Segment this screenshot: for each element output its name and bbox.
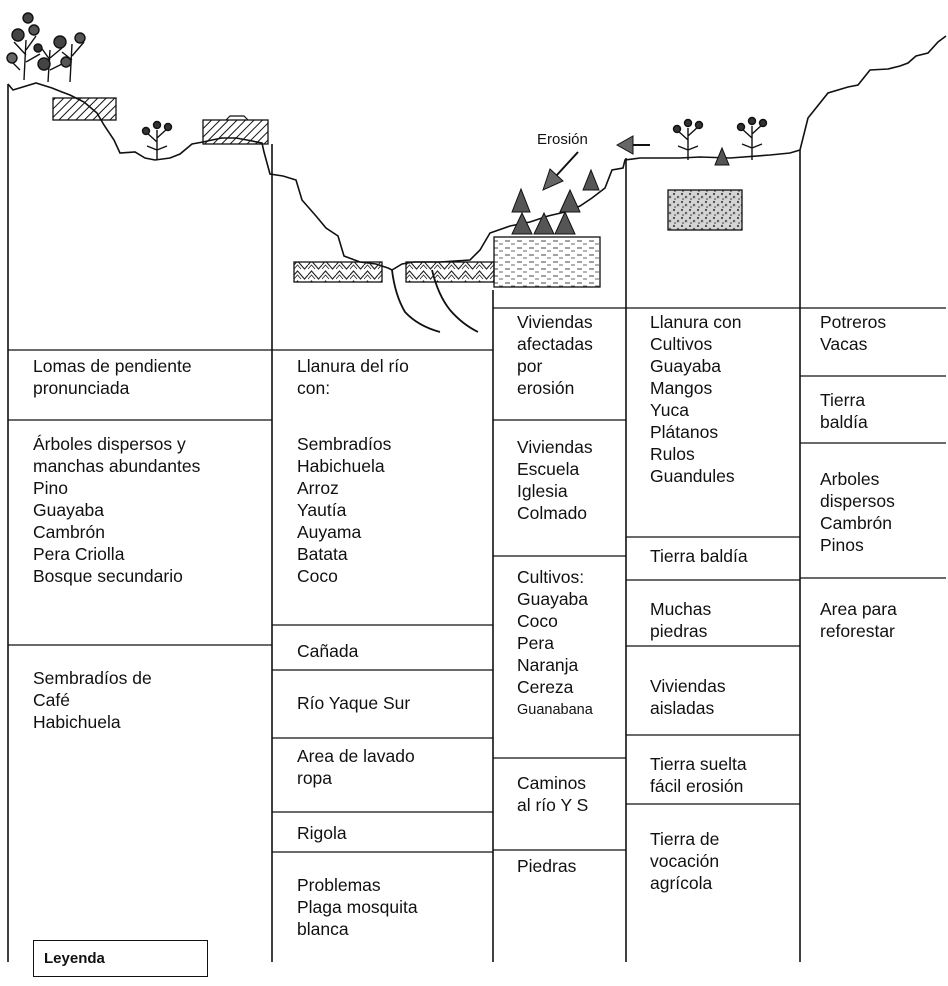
cell-col4-stones: Muchas piedras [650,599,712,641]
cell-col3-stones: Piedras [517,856,577,876]
river-line [391,269,441,333]
cell-col3-homes: Viviendas Escuela Iglesia Colmado [517,437,593,523]
tree-icon [672,118,704,160]
tree-icon [141,120,173,160]
zigzag-block [405,261,495,283]
legend-box: Leyenda [33,940,208,977]
cell-col4-isolated-homes: Viviendas aisladas [650,676,726,718]
legend-label: Leyenda [44,950,105,967]
cell-col1-slopes: Lomas de pendiente pronunciada [33,356,192,398]
river-line [431,269,479,333]
cell-col2-river: Río Yaque Sur [297,693,411,713]
cell-col3-affected-homes: Viviendas afectadas por erosión [517,312,593,398]
cell-col4-plain-crops: Llanura con Cultivos Guayaba Mangos Yuca… [650,312,742,486]
cell-col2-plain: Llanura del río con: [297,356,409,398]
cell-col2-problems: Problemas Plaga mosquita blanca [297,875,418,939]
zigzag-block [293,261,383,283]
cell-col5-barren: Tierra baldía [820,390,868,432]
dense-tree-cluster [6,12,86,83]
cell-col3-paths: Caminos al río Y S [517,773,589,815]
cell-col4-agricultural-land: Tierra de vocación agrícola [650,829,720,893]
dashed-block [493,236,601,288]
erosion-arrow-down [542,151,579,191]
hatched-block [202,119,269,145]
cell-col1-crops: Sembradíos de Café Habichuela [33,668,152,732]
erosion-arrow-left [615,135,650,155]
cell-col2-crops: Sembradíos Habichuela Arroz Yautía Auyam… [297,434,392,586]
gray-block [667,189,743,231]
cell-col5-reforest: Area para reforestar [820,599,897,641]
cell-col3-guanabana: Guanabana [517,702,593,718]
cell-col2-rigola: Rigola [297,823,347,843]
erosion-label: Erosión [537,131,588,148]
cell-col2-laundry: Area de lavado ropa [297,746,415,788]
erosion-triangles [511,168,600,235]
cell-col1-trees: Árboles dispersos y manchas abundantes P… [33,434,201,586]
hatched-block [52,97,117,121]
cell-col4-loose-soil: Tierra suelta fácil erosión [650,754,747,796]
cell-col3-crops: Cultivos: Guayaba Coco Pera Naranja Cere… [517,567,589,697]
cell-col5-pastures: Potreros Vacas [820,312,887,354]
cell-col2-canada: Cañada [297,641,359,661]
rock-triangle [714,146,730,166]
cell-col4-barren: Tierra baldía [650,546,748,566]
terrain-profile-line [7,35,947,271]
tree-icon [736,116,768,160]
cell-col5-trees: Arboles dispersos Cambrón Pinos [820,469,895,555]
